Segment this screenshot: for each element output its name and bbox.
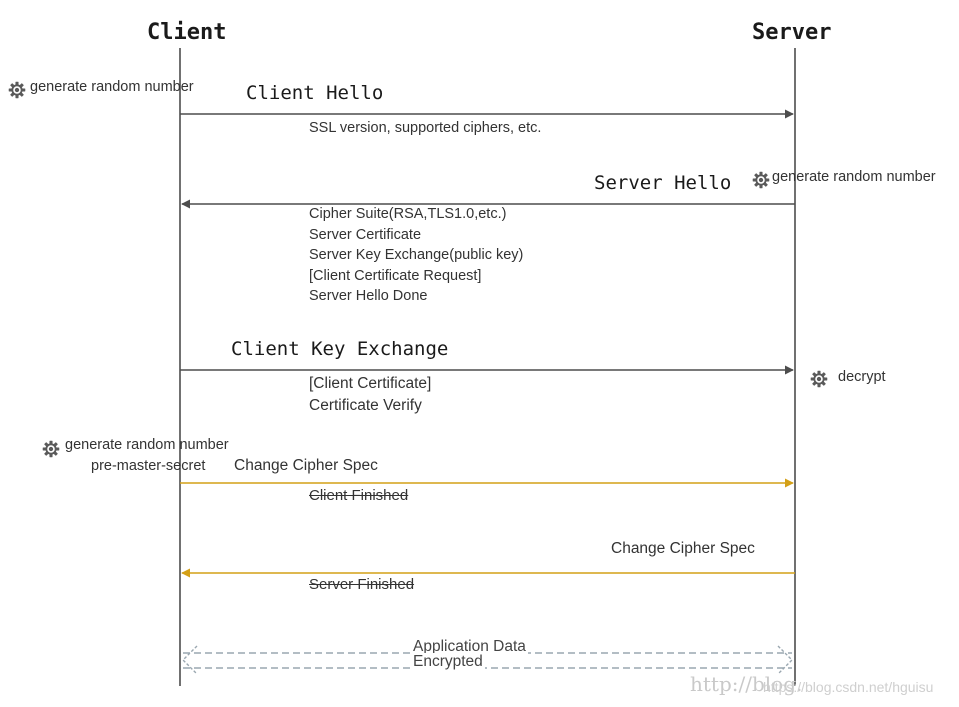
client-hello-detail: SSL version, supported ciphers, etc. (309, 120, 542, 136)
server-hello-title: Server Hello (594, 172, 732, 194)
client-random-note-2: generate random number (65, 437, 229, 453)
watermark-main: http://blog. (690, 672, 803, 696)
gear-icon (810, 370, 828, 388)
server-change-cipher-title: Change Cipher Spec (611, 540, 755, 557)
server-random-note: generate random number (772, 169, 936, 185)
gear-icon (42, 440, 60, 458)
server-hello-detail-line: Server Certificate (309, 226, 422, 243)
server-hello-detail-line: Server Key Exchange(public key) (309, 247, 524, 263)
server-hello-detail-line: Server Hello Done (309, 288, 428, 304)
gear-icon (752, 171, 770, 189)
client-key-exchange-detail-line: Certificate Verify (309, 397, 422, 414)
pre-master-secret-note: pre-master-secret (91, 458, 206, 474)
client-change-cipher-title: Change Cipher Spec (234, 457, 378, 474)
gear-icon (8, 81, 26, 99)
server-decrypt-note: decrypt (838, 369, 886, 385)
client-key-exchange-title: Client Key Exchange (231, 338, 449, 360)
client-actor-label: Client (147, 20, 227, 45)
encrypted-label: Encrypted (411, 653, 485, 671)
server-hello-detail-line: Cipher Suite(RSA,TLS1.0,etc.) (309, 206, 507, 222)
client-finished-label: Client Finished (309, 487, 409, 504)
client-hello-title: Client Hello (246, 82, 384, 104)
server-hello-details: Cipher Suite(RSA,TLS1.0,etc.) Server Cer… (309, 204, 523, 307)
application-data-arrowhead-right (777, 645, 793, 675)
watermark-url: https://blog.csdn.net/hguisu (763, 679, 934, 695)
server-actor-label: Server (752, 20, 832, 45)
client-key-exchange-detail-line: [Client Certificate] (309, 375, 432, 392)
client-random-note: generate random number (30, 79, 194, 95)
client-key-exchange-details: [Client Certificate] Certificate Verify (309, 373, 431, 417)
application-data-label: Application Data (411, 638, 528, 656)
server-finished-label: Server Finished (309, 576, 415, 593)
server-hello-detail-line: [Client Certificate Request] (309, 267, 482, 284)
application-data-arrowhead-left (182, 645, 198, 675)
